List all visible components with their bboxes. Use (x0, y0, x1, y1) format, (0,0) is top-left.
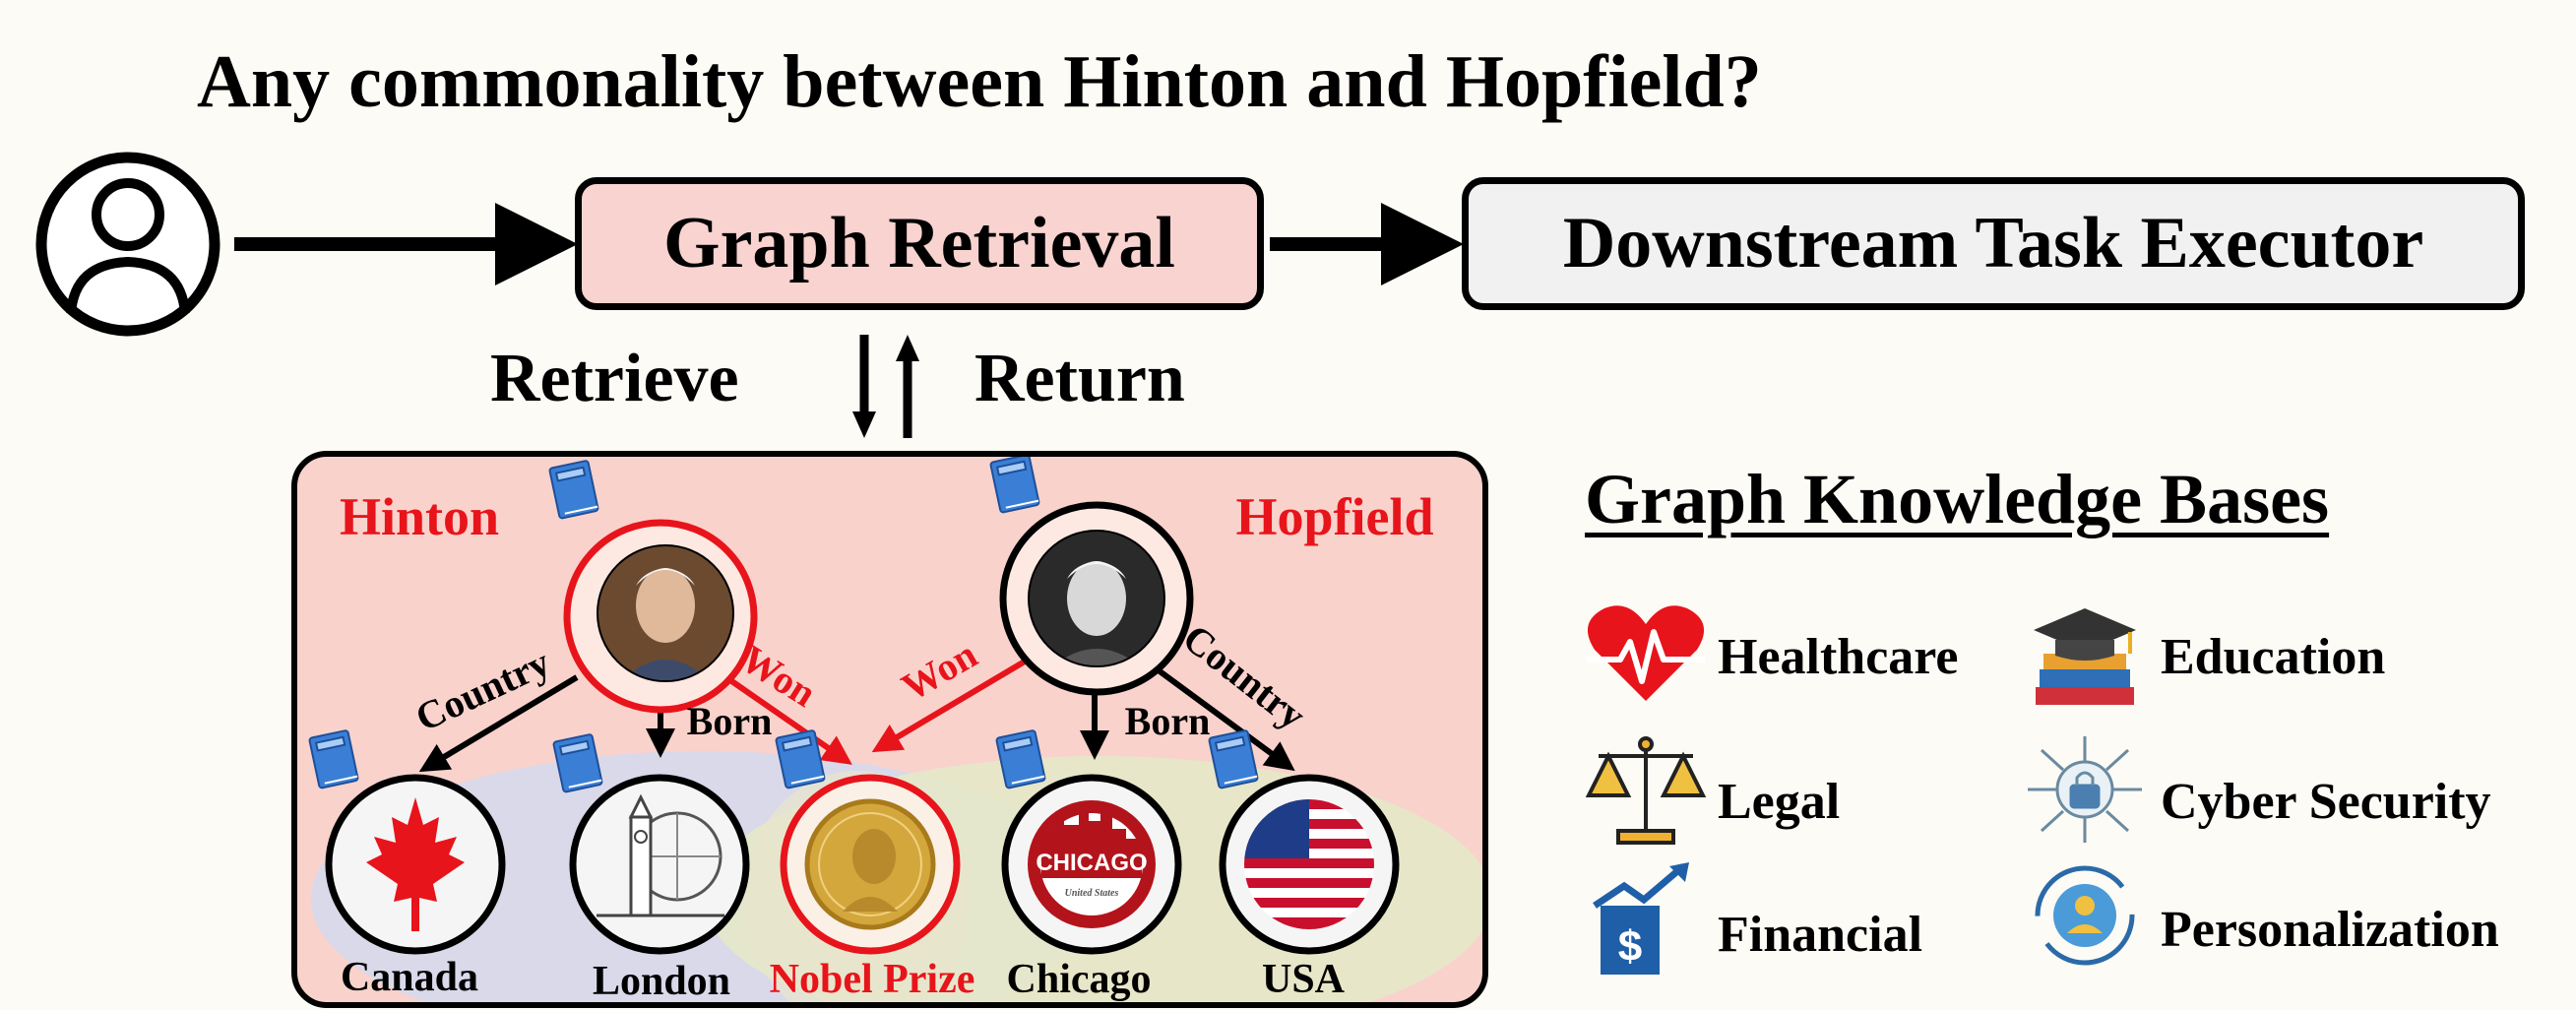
kb-financial: Financial (1718, 907, 1923, 963)
kb-education: Education (2161, 629, 2386, 685)
circuit-lock-icon (2028, 736, 2142, 843)
user-icon (35, 152, 220, 337)
kb-icons-svg: $ (1585, 605, 2142, 975)
heart-pulse-icon (1587, 605, 1705, 701)
book-icon (308, 729, 359, 789)
edge-born-left: Born (687, 699, 773, 743)
nobel-prize-label: Nobel Prize (770, 957, 975, 1002)
user-cycle-icon (2035, 865, 2135, 966)
london-label: London (593, 959, 730, 1004)
book-icon (775, 729, 826, 789)
book-icon (995, 729, 1046, 789)
downstream-executor-label: Downstream Task Executor (1562, 203, 2424, 284)
return-label: Return (974, 341, 1185, 416)
graph-retrieval-box: Graph Retrieval (575, 177, 1264, 310)
us-flag-icon (1244, 799, 1374, 929)
book-icon (548, 460, 599, 520)
svg-text:$: $ (1618, 922, 1642, 971)
book-icon (1208, 729, 1259, 789)
hopfield-label: Hopfield (1235, 487, 1433, 546)
book-icon (989, 457, 1040, 514)
usa-node (1219, 774, 1400, 955)
retrieve-label: Retrieve (490, 341, 739, 416)
knowledge-bases-title: Graph Knowledge Bases (1585, 460, 2330, 538)
kb-personalization: Personalization (2161, 902, 2499, 958)
hinton-label: Hinton (340, 487, 499, 546)
hopfield-node (999, 501, 1194, 696)
edge-won-right: Won (894, 632, 984, 710)
graduation-books-icon (2034, 608, 2136, 705)
chicago-label: Chicago (1007, 957, 1152, 1002)
hinton-node (563, 519, 758, 714)
money-growth-icon: $ (1593, 862, 1689, 975)
usa-label: USA (1262, 957, 1346, 1002)
nobel-prize-node (780, 774, 961, 955)
maple-leaf-icon (366, 797, 465, 931)
knowledge-graph-panel: CHICAGO United States (291, 451, 1488, 1008)
edge-born-right: Born (1125, 699, 1211, 743)
graph-svg: CHICAGO United States (308, 457, 1482, 1004)
kb-cyber-security: Cyber Security (2161, 774, 2491, 830)
canada-label: Canada (341, 955, 478, 1000)
graph-retrieval-label: Graph Retrieval (663, 203, 1175, 284)
london-node (569, 774, 750, 955)
chicago-logo-sub: United States (1065, 888, 1119, 899)
book-icon (552, 733, 603, 793)
kb-healthcare: Healthcare (1718, 629, 1959, 685)
downstream-executor-box: Downstream Task Executor (1462, 177, 2525, 310)
scales-icon (1585, 736, 1707, 845)
question-text: Any commonality between Hinton and Hopfi… (197, 40, 1762, 123)
chicago-logo-text: CHICAGO (1036, 850, 1147, 876)
chicago-node: CHICAGO United States (1001, 774, 1182, 955)
edge-country-left: Country (408, 640, 556, 740)
kb-legal: Legal (1718, 774, 1841, 830)
canada-node (325, 774, 506, 955)
